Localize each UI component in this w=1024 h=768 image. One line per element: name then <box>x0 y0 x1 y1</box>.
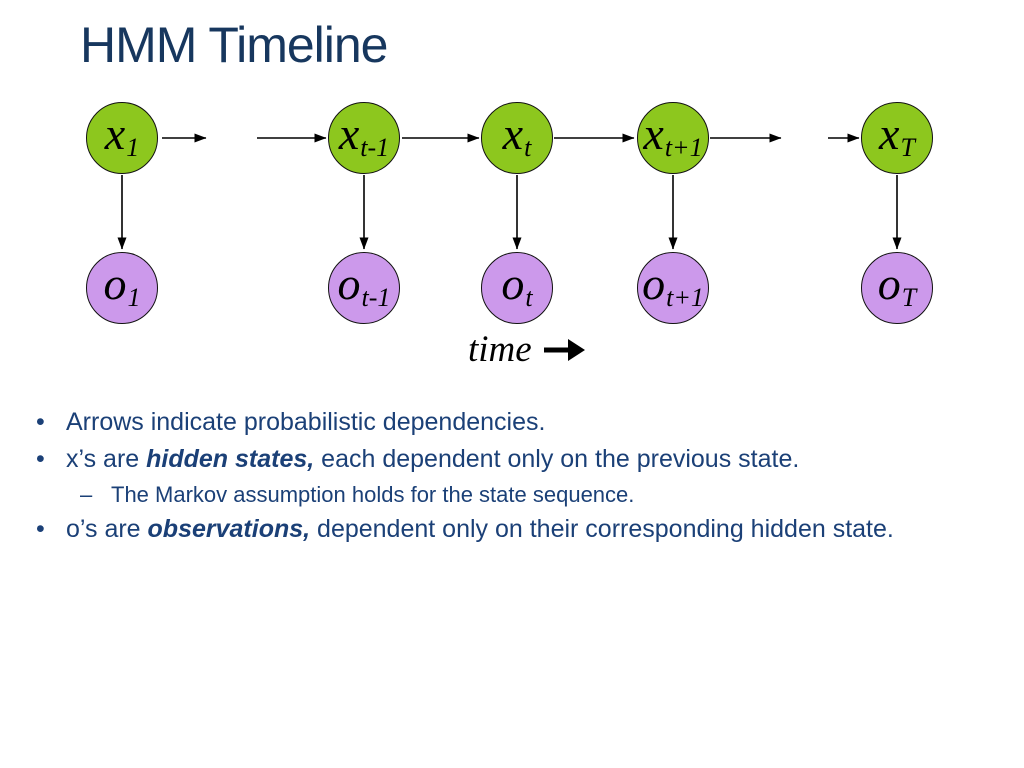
node-subscript: T <box>900 133 915 162</box>
dash-marker: – <box>80 482 93 507</box>
node-label: x <box>502 108 524 159</box>
dependency-arrows <box>117 133 902 250</box>
node-label: x <box>104 108 126 159</box>
bullet-text-post: dependent only on their corresponding hi… <box>310 515 894 543</box>
bullet-marker: • <box>36 445 45 473</box>
page-title: HMM Timeline <box>80 17 388 73</box>
node-label: o <box>337 258 361 309</box>
node-subscript: t-1 <box>360 133 390 162</box>
time-axis-label: time <box>468 331 586 368</box>
node-label: x <box>643 108 664 159</box>
bullet-text-emphasis: observations, <box>147 515 311 543</box>
node-label: o <box>642 258 666 309</box>
bullet-text-post: each dependent only on the previous stat… <box>314 445 800 473</box>
bullet-text: Arrows indicate probabilistic dependenci… <box>66 408 546 436</box>
node-subscript: t <box>525 283 533 312</box>
time-arrow-icon <box>543 338 585 361</box>
bullet-text: o’s are observations, dependent only on … <box>66 514 894 544</box>
node-label: o <box>877 258 901 309</box>
node-label: o <box>103 258 127 309</box>
node-subscript: T <box>901 283 917 312</box>
node-subscript: 1 <box>126 133 140 162</box>
node-subscript: t-1 <box>361 283 391 312</box>
bullet-text: x’s are hidden states, each dependent on… <box>66 444 799 474</box>
bullet-text-pre: x’s are <box>66 445 147 473</box>
node-subscript: t+1 <box>666 283 704 312</box>
sub-bullet-text: The Markov assumption holds for the stat… <box>111 482 635 507</box>
bullet-marker: • <box>36 408 45 436</box>
node-label: x <box>338 108 360 159</box>
node-subscript: t+1 <box>664 133 703 162</box>
time-label-text: time <box>468 329 532 370</box>
node-subscript: 1 <box>127 283 141 312</box>
bullet-text-emphasis: hidden states, <box>146 445 315 473</box>
node-label: x <box>879 108 900 159</box>
node-subscript: t <box>524 133 532 162</box>
node-label: o <box>501 258 525 309</box>
bullet-text-pre: o’s are <box>66 515 148 543</box>
bullet-marker: • <box>36 515 45 543</box>
